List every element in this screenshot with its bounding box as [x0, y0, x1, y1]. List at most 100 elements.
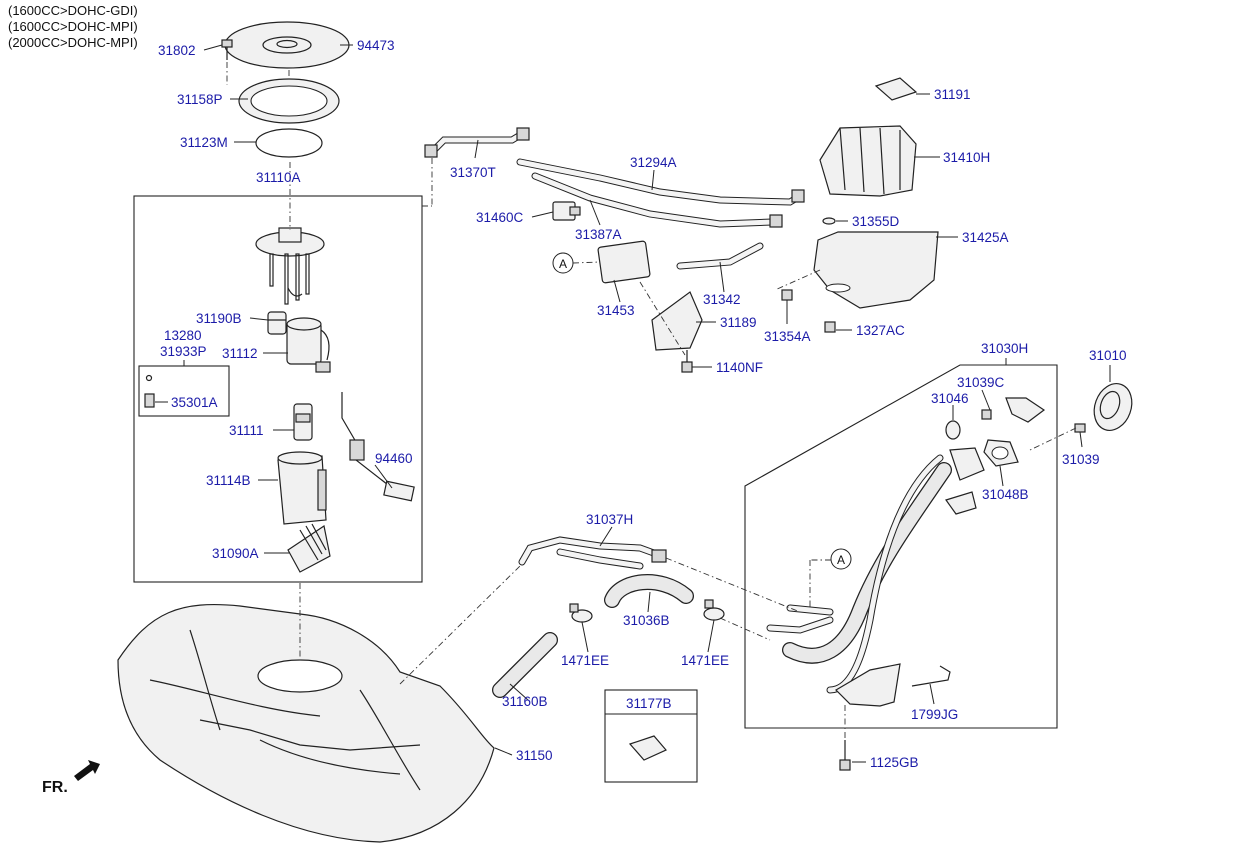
label-31114B: 31114B	[206, 473, 251, 488]
label-31294A: 31294A	[630, 155, 677, 170]
bracket-31189	[651, 291, 703, 351]
label-31090A: 31090A	[212, 546, 259, 561]
front-arrow-icon	[74, 760, 100, 781]
ref-marker-a-upper-text: A	[559, 257, 567, 271]
fuel-pump-module-box	[133, 195, 423, 583]
label-1327AC: 1327AC	[856, 323, 905, 338]
gasket-ring	[255, 128, 323, 158]
label-31046: 31046	[931, 391, 969, 406]
leader-lines	[155, 44, 1111, 763]
label-94460: 94460	[375, 451, 413, 466]
label-31354A: 31354A	[764, 329, 811, 344]
label-94473: 94473	[357, 38, 395, 53]
label-31158P: 31158P	[177, 92, 223, 107]
label-31191: 31191	[934, 87, 971, 102]
label-31112: 31112	[222, 346, 258, 361]
label-31150: 31150	[516, 748, 553, 763]
label-1140NF: 1140NF	[716, 360, 763, 375]
label-31460C: 31460C	[476, 210, 524, 225]
label-1471EE-right: 1471EE	[681, 653, 729, 668]
label-31387A: 31387A	[575, 227, 622, 242]
clamp-1471EE-left	[569, 603, 593, 623]
filler-neck-assembly-box	[744, 364, 1058, 729]
ref-marker-a-lower-text: A	[837, 553, 845, 567]
fuel-reservoir-cup	[277, 451, 327, 525]
hose-31036B	[604, 574, 694, 608]
vapor-line-31370T	[424, 127, 530, 158]
label-31110A: 31110A	[256, 170, 301, 185]
fuel-filter	[286, 317, 331, 373]
filler-cap-31010	[1093, 383, 1133, 431]
label-31425A: 31425A	[962, 230, 1009, 245]
label-31036B: 31036B	[623, 613, 670, 628]
engine-note-2: (1600CC>DOHC-MPI)	[8, 19, 138, 34]
filler-neck-31030H	[766, 447, 985, 694]
label-31037H: 31037H	[586, 512, 633, 527]
engine-note-3: (2000CC>DOHC-MPI)	[8, 35, 138, 50]
label-1125GB: 1125GB	[870, 755, 919, 770]
sensor-35301A	[144, 374, 155, 408]
bolt-31039	[1074, 423, 1086, 433]
purge-valve-31460C	[552, 201, 581, 221]
label-31933P: 31933P	[160, 344, 207, 359]
breather-hose-31037H	[518, 536, 667, 570]
front-direction-indicator: FR.	[42, 760, 100, 796]
label-31030H: 31030H	[981, 341, 1028, 356]
label-31048B: 31048B	[982, 487, 1029, 502]
heat-shield-lower	[835, 663, 901, 707]
label-31177B: 31177B	[626, 696, 672, 711]
bolt-31802	[221, 39, 233, 60]
engine-applicability-notes: (1600CC>DOHC-GDI) (1600CC>DOHC-MPI) (200…	[8, 3, 138, 50]
bolt-1125GB	[839, 740, 851, 771]
clamp-1471EE-right	[703, 599, 725, 621]
label-31355D: 31355D	[852, 214, 900, 229]
lock-ring	[238, 78, 340, 124]
strap-1799JG	[911, 665, 951, 687]
label-31453: 31453	[597, 303, 635, 318]
label-31039C: 31039C	[957, 375, 1005, 390]
canister-filter-31191	[874, 77, 918, 101]
fuel-strainer	[287, 523, 331, 573]
bracket-31048B-lower	[945, 491, 977, 515]
label-31039: 31039	[1062, 452, 1100, 467]
engine-note-1: (1600CC>DOHC-GDI)	[8, 3, 138, 18]
part-number-labels: 31802 94473 31158P 31123M 31110A 31190B …	[158, 38, 1127, 770]
label-13280: 13280	[164, 328, 202, 343]
part-31177B-box	[604, 689, 698, 783]
fuel-tank	[117, 603, 495, 843]
label-31802: 31802	[158, 43, 196, 58]
label-31410H: 31410H	[943, 150, 990, 165]
label-1471EE-left: 1471EE	[561, 653, 609, 668]
pump-cover-plate	[224, 21, 350, 69]
label-31370T: 31370T	[450, 165, 496, 180]
label-31190B: 31190B	[196, 311, 242, 326]
label-35301A: 35301A	[171, 395, 218, 410]
fr-label: FR.	[42, 779, 68, 796]
nut-31354A	[781, 289, 793, 301]
label-1799JG: 1799JG	[911, 707, 958, 722]
vapor-line-31294A	[516, 158, 805, 228]
label-31123M: 31123M	[180, 135, 228, 150]
label-31342: 31342	[703, 292, 741, 307]
gasket-31048B	[983, 439, 1019, 467]
nut-1327AC	[824, 321, 836, 333]
canister-31410H	[819, 125, 917, 197]
seal-31046	[945, 420, 961, 440]
label-31160B: 31160B	[502, 694, 548, 709]
label-31010: 31010	[1089, 348, 1127, 363]
clip-31039C	[981, 397, 1046, 423]
pump-flange	[255, 227, 325, 305]
washer-31355D	[822, 217, 836, 225]
canister-bracket-31425A	[813, 231, 939, 309]
fuel-level-sender	[341, 392, 415, 502]
label-31189: 31189	[720, 315, 757, 330]
ref-marker-a-lower: A	[809, 548, 852, 608]
fuel-pressure-regulator	[267, 311, 287, 335]
hose-31342	[676, 242, 764, 270]
ref-marker-a-upper: A	[552, 252, 601, 274]
label-31111: 31111	[229, 423, 264, 438]
filter-31453	[597, 240, 651, 284]
filler-hose-31160B	[492, 632, 558, 698]
clip-31177B	[628, 735, 667, 761]
